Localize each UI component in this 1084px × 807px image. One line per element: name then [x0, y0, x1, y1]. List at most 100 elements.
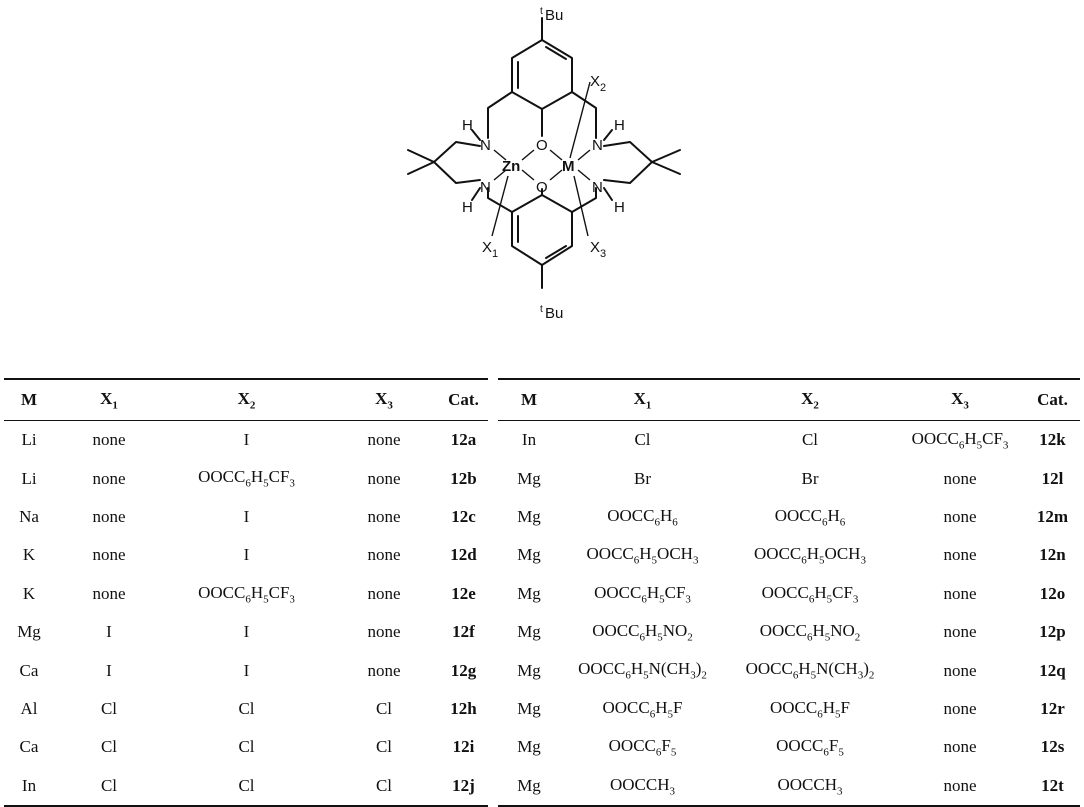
cell-metal: Na — [19, 506, 39, 526]
cell-x3: none — [367, 545, 401, 565]
oxygen-top-label: O — [536, 137, 548, 154]
cell-catalyst: 12r — [1040, 698, 1065, 718]
cell-x2: Cl — [238, 737, 255, 757]
cell-metal: Mg — [517, 698, 541, 718]
cell-metal: Mg — [517, 468, 541, 488]
cell-catalyst: 12s — [1040, 737, 1065, 757]
bottom-aryl-ring — [511, 194, 573, 289]
cell-x1: OOCC6H6 — [607, 505, 678, 529]
cell-x3: none — [943, 737, 977, 757]
cell-x2: OOCC6H5OCH3 — [754, 544, 866, 567]
metal-m-label: M — [562, 158, 575, 175]
cell-x3: none — [367, 622, 401, 642]
zinc-label: Zn — [502, 158, 520, 175]
right-header-metal: M — [520, 390, 538, 409]
cell-metal: Mg — [517, 775, 541, 795]
cell-x1: none — [92, 583, 126, 603]
top-aryl-ring — [511, 17, 573, 110]
cell-metal: Ca — [19, 737, 39, 757]
cell-catalyst: 12j — [452, 775, 475, 795]
x2-label: X2 — [590, 73, 606, 94]
cell-catalyst: 12h — [450, 698, 477, 718]
cell-catalyst: 12f — [452, 622, 475, 642]
cell-catalyst: 12b — [450, 468, 477, 488]
table-row: In Cl Cl Cl 12j — [4, 767, 488, 806]
hydrogen-top-right-label: H — [614, 117, 625, 134]
left-header-x1: X1 — [100, 388, 118, 412]
cell-x2: I — [243, 622, 250, 642]
cell-catalyst: 12k — [1039, 430, 1066, 450]
cell-x2: Br — [801, 468, 819, 488]
cell-metal: Li — [21, 430, 37, 450]
tbu-top-label: Bu — [545, 7, 563, 24]
cell-x3: Cl — [375, 698, 393, 718]
cell-x1: Cl — [100, 698, 118, 718]
cell-x2: OOCCH3 — [777, 774, 843, 797]
cell-x2: OOCC6F5 — [776, 736, 844, 759]
cell-x1: Cl — [100, 775, 118, 795]
cell-metal: Mg — [517, 622, 541, 642]
cell-x1: OOCC6H5NO2 — [592, 620, 693, 644]
cell-x1: I — [106, 660, 112, 680]
cell-catalyst: 12n — [1039, 545, 1066, 565]
cell-metal: In — [21, 775, 37, 795]
right-header-x1: X1 — [633, 388, 652, 412]
cell-x3: none — [367, 660, 401, 680]
cell-x2: OOCC6H5CF3 — [198, 582, 295, 605]
cell-x2: OOCC6H5CF3 — [761, 582, 859, 605]
cell-catalyst: 12m — [1036, 506, 1069, 526]
cell-metal: Mg — [17, 622, 41, 642]
tbu-top-superscript: t — [540, 6, 543, 17]
cell-x2: Cl — [238, 775, 255, 795]
cell-metal: Ca — [19, 660, 39, 680]
cell-x1: Br — [634, 468, 651, 488]
cell-x2: OOCC6H5N(CH3)2 — [745, 659, 875, 682]
cell-x2: OOCC6H5NO2 — [759, 620, 861, 644]
oxygen-bottom-label: O — [536, 179, 548, 196]
cell-metal: Al — [20, 698, 38, 718]
cell-metal: Mg — [517, 737, 541, 757]
cell-x2: I — [243, 545, 250, 565]
cell-catalyst: 12d — [450, 545, 477, 565]
cell-catalyst: 12a — [450, 430, 477, 450]
cell-x1: OOCCH3 — [609, 774, 675, 797]
cell-catalyst: 12o — [1039, 583, 1066, 603]
cell-x3: none — [943, 660, 977, 680]
cell-x3: none — [943, 698, 977, 718]
cell-metal: Mg — [517, 506, 541, 526]
x3-label: X3 — [590, 239, 606, 260]
cell-x1: Cl — [100, 737, 118, 757]
cell-x1: none — [92, 430, 126, 450]
cell-catalyst: 12p — [1039, 622, 1066, 642]
cell-x1: OOCC6H5F — [602, 697, 683, 721]
x1-label: X1 — [482, 239, 498, 260]
cell-catalyst: 12g — [450, 660, 477, 680]
cell-metal: Mg — [517, 583, 541, 603]
cell-x1: OOCC6H5N(CH3)2 — [578, 659, 707, 682]
cell-x3: Cl — [375, 775, 393, 795]
cell-x3: none — [367, 468, 401, 488]
cell-x2: OOCC6H5CF3 — [198, 467, 295, 490]
cell-x3: Cl — [375, 737, 393, 757]
cell-x2: Cl — [801, 430, 819, 450]
cell-x1: none — [92, 506, 126, 526]
cell-x2: I — [243, 430, 250, 450]
left-header-metal: M — [20, 390, 38, 409]
cell-x3: OOCC6H5CF3 — [911, 429, 1009, 452]
